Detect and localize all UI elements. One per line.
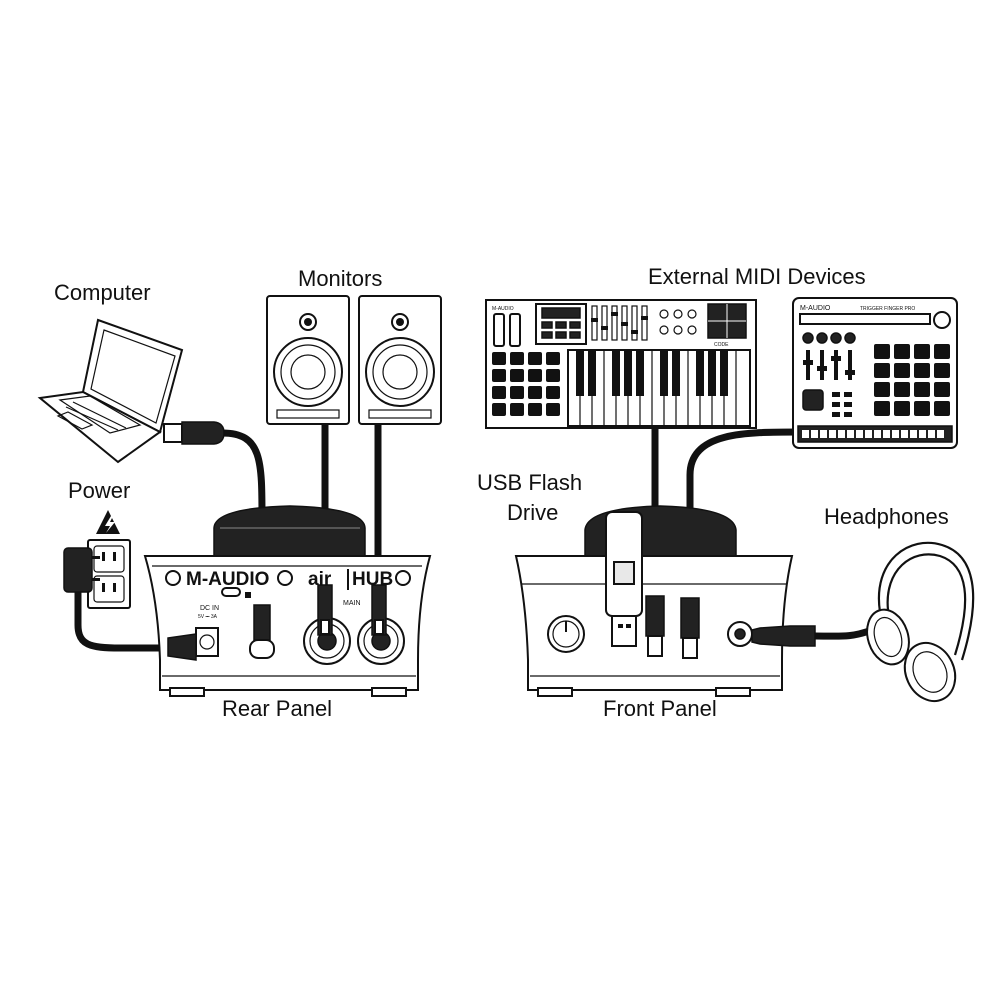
power-outlet (63, 510, 131, 609)
headphones-label: Headphones (824, 504, 949, 529)
rear-panel-label: Rear Panel (222, 696, 332, 721)
pad-controller-usb-cable (686, 428, 804, 602)
main-output-label: MAIN (343, 600, 361, 607)
usb-flash-label-line2: Drive (507, 500, 558, 525)
front-panel-label: Front Panel (603, 696, 717, 721)
pad-controller: M-AUDIO TRIGGER FINGER PRO (792, 297, 958, 449)
left-monitor (266, 295, 350, 425)
labels: Computer Monitors External MIDI Devices … (54, 264, 949, 721)
external-midi-label: External MIDI Devices (648, 264, 866, 289)
pad-controller-model-text: TRIGGER FINGER PRO (860, 306, 915, 312)
rear-panel-device: M-AUDIO air HUB MAIN DC IN 5V ⎓ 3A (143, 505, 432, 697)
computer-label: Computer (54, 280, 151, 305)
dc-in-label: DC IN (200, 605, 219, 612)
headphones-icon (866, 541, 975, 703)
keyboard-brand-text: M-AUDIO (492, 306, 514, 312)
computer-usb-plug (163, 421, 225, 445)
keyboard-pads (492, 352, 560, 416)
usb-flash-label-line1: USB Flash (477, 470, 582, 495)
pad-grid (874, 344, 950, 416)
pad-controller-brand-text: M-AUDIO (800, 305, 831, 312)
usb-flash-drive (605, 511, 643, 647)
laptop-icon (37, 318, 184, 464)
right-monitor (358, 295, 442, 425)
monitors-label: Monitors (298, 266, 382, 291)
headphones-cable (811, 626, 876, 640)
power-cable (74, 586, 179, 652)
rear-brand-text: M-AUDIO (186, 569, 269, 590)
front-panel-device (514, 505, 816, 697)
power-label: Power (68, 478, 130, 503)
dc-spec-label: 5V ⎓ 3A (198, 614, 218, 620)
keyboard-code-label: CODE (714, 342, 729, 348)
midi-keyboard: M-AUDIO CODE (485, 299, 757, 429)
piano-keys (567, 349, 751, 427)
